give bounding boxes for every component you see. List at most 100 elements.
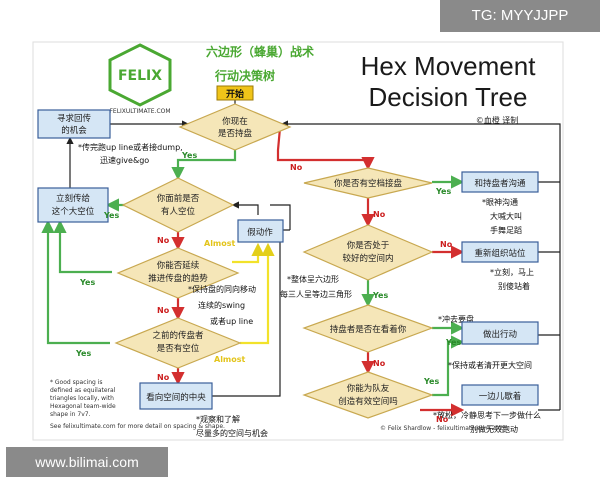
note-comm-line1: *眼神沟通 [482, 197, 518, 207]
title-line2: Decision Tree [369, 82, 528, 112]
d2-line1: 你面前是否 [157, 193, 200, 204]
box-make-cut [461, 321, 539, 345]
note-cut-request: *冲去要盘 [438, 314, 474, 324]
note-flow-line3: 或者up line [210, 316, 253, 326]
translator-credit: ©血橙 译制 [476, 115, 519, 125]
box-seek-reset [37, 109, 111, 139]
box-throw-space [37, 187, 109, 223]
label-no-d8: No [436, 415, 449, 424]
label-no-d1: No [290, 163, 303, 172]
note-reset-line1: *立刻，马上 [490, 267, 534, 277]
label-no-d3: No [157, 306, 170, 315]
note-comm-line3: 手舞足蹈 [490, 225, 522, 235]
label-almost-d3: Almost [204, 239, 236, 248]
note-observe-line1: *观察和了解 [196, 414, 240, 424]
arrow-d3-yes [53, 219, 112, 274]
note-give-go-line2: 迅速give&go [100, 156, 149, 165]
note-comm-line2: 大喊大叫 [490, 211, 522, 221]
decision-create-space [302, 371, 434, 419]
arrow-look-loop-2 [270, 204, 291, 230]
note-relax-line2: 别做无效跑动 [470, 424, 518, 434]
diagram-frame [32, 41, 564, 441]
felix-credit: © Felix Shardlow - felixultimate.com 202… [380, 425, 507, 432]
note-hex-line1: *整体呈六边形 [287, 274, 339, 284]
label-no-d5: No [373, 210, 386, 219]
decision-previous-thrower-open [114, 317, 242, 369]
arrow-fake-d2 [231, 201, 259, 215]
note-reset-line2: 别傻站着 [498, 281, 530, 291]
label-no-d7: No [373, 359, 386, 368]
d8-line1: 你能为队友 [347, 383, 390, 394]
note-flow-line2: 连续的swing [198, 300, 245, 310]
arrow-look-loop [210, 229, 290, 397]
d4-line2: 是否有空位 [157, 343, 200, 354]
note-observe-line2: 尽量多的空间与机会 [196, 428, 268, 438]
cn-title-line2: 行动决策树 [214, 68, 275, 83]
box-seek-line2: 的机会 [61, 125, 87, 136]
note-relax-line1: *放松，冷静思考下一步做什么 [433, 410, 541, 420]
box-stand-aside [461, 384, 539, 406]
decision-continue-flow [116, 247, 240, 299]
box-make-cut-label: 做出行动 [483, 329, 518, 340]
arrow-d4-almost [240, 242, 275, 345]
label-yes-d7: Yes [445, 338, 461, 347]
box-fake [237, 219, 284, 243]
footnote-line3: triangles locally, with [50, 395, 114, 402]
arrow-d3-almost [232, 242, 265, 264]
tg-overlay: TG: MYYJJPP [440, 0, 600, 32]
decision-open-space-ahead [121, 177, 235, 233]
label-yes-d1: Yes [181, 151, 197, 160]
footnote-line6: See felixultimate.com for more detail on… [50, 423, 225, 430]
footnote-line4: Hexagonal team-wide [50, 403, 116, 410]
box-look-center [139, 382, 213, 410]
footnote-line5: shape in 7v7. [50, 411, 91, 418]
label-yes-d8: Yes [423, 377, 439, 386]
footnote-line2: defined as equilateral [50, 387, 116, 394]
box-reposition-label: 重新组织站位 [474, 248, 526, 259]
box-throw-line1: 立刻传给 [56, 193, 91, 204]
decision-holding-disc [178, 103, 292, 151]
label-yes-d2: Yes [103, 211, 119, 220]
decision-good-space [302, 224, 434, 281]
arrow-d8-yes [432, 335, 465, 397]
note-give-go-line1: *传完跑up line或者接dump, [78, 142, 183, 152]
d4-line1: 之前的传盘者 [152, 330, 204, 341]
label-no-d2: No [157, 236, 170, 245]
start-label: 开始 [226, 88, 244, 100]
footnote-spacing: * Good spacing is defined as equilateral… [50, 379, 225, 430]
box-reposition [461, 241, 539, 263]
d6-line1: 你是否处于 [347, 240, 390, 251]
d2-line2: 有人空位 [161, 206, 196, 217]
label-almost-d4: Almost [214, 355, 246, 364]
label-no-d4: No [157, 373, 170, 382]
note-flow-line1: *保持盘的同向移动 [188, 284, 256, 294]
decision-thrower-looking [302, 304, 434, 353]
cn-title-line1: 六边形（蜂巢）战术 [206, 44, 314, 59]
box-communicate-label: 和持盘者沟通 [474, 178, 526, 189]
box-look-label: 看向空间的中央 [146, 392, 206, 403]
d7-label: 持盘者是否在看着你 [330, 324, 407, 335]
start-node [216, 85, 254, 101]
d6-line2: 较好的空间内 [342, 253, 393, 264]
arrow-d1-yes [171, 150, 237, 181]
box-stand-aside-label: 一边儿歇着 [479, 391, 522, 402]
footnote-line1: * Good spacing is [50, 379, 103, 386]
logo-url: FELIXULTIMATE.COM [109, 108, 170, 115]
d1-line1: 你现在 [222, 116, 248, 127]
title-line1: Hex Movement [361, 51, 537, 81]
d3-line1: 你能否延续 [157, 260, 200, 271]
label-yes-d5: Yes [435, 187, 451, 196]
arrow-d4-yes [41, 219, 110, 345]
felix-logo: FELIX FELIXULTIMATE.COM [108, 43, 172, 115]
box-seek-line1: 寻求回传 [57, 113, 92, 124]
logo-text: FELIX [118, 68, 162, 84]
label-no-d6: No [440, 240, 453, 249]
label-yes-d6: Yes [372, 291, 388, 300]
box-throw-line2: 这个大空位 [52, 206, 95, 217]
decision-open-to-receive [303, 167, 433, 199]
note-clear-space: *保持或者清开更大空间 [448, 360, 532, 370]
site-watermark: www.bilimai.com [6, 447, 168, 477]
d1-line2: 是否持盘 [218, 128, 253, 139]
note-hex-line2: 每三人呈等边三角形 [280, 289, 352, 299]
